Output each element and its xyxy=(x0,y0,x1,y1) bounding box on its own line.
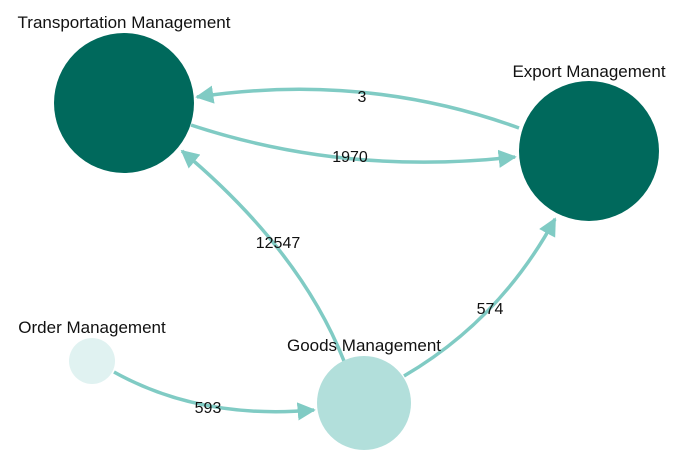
node-label-goods-management: Goods Management xyxy=(287,336,441,355)
edge-label-export-to-transportation: 3 xyxy=(358,89,367,106)
node-order-management[interactable] xyxy=(69,338,115,384)
node-labels: Transportation Management Export Managem… xyxy=(18,13,666,355)
edges xyxy=(113,85,557,421)
edge-label-transportation-to-export: 1970 xyxy=(332,149,368,166)
node-goods-management[interactable] xyxy=(317,356,411,450)
node-label-export-management: Export Management xyxy=(512,62,665,81)
node-label-transportation-management: Transportation Management xyxy=(18,13,231,32)
edge-order-to-goods[interactable] xyxy=(113,370,316,421)
edge-goods-to-transportation[interactable] xyxy=(180,149,346,362)
edge-labels: 3 1970 12547 574 593 xyxy=(195,89,504,417)
edge-label-goods-to-export: 574 xyxy=(477,301,504,318)
edge-transportation-to-export[interactable] xyxy=(190,123,517,168)
node-export-management[interactable] xyxy=(519,81,659,221)
nodes xyxy=(54,33,659,450)
edge-label-order-to-goods: 593 xyxy=(195,400,222,417)
edge-export-to-transportation[interactable] xyxy=(195,85,520,130)
node-transportation-management[interactable] xyxy=(54,33,194,173)
edge-goods-to-export[interactable] xyxy=(403,217,557,378)
edge-label-goods-to-transportation: 12547 xyxy=(256,235,301,252)
node-label-order-management: Order Management xyxy=(18,318,166,337)
